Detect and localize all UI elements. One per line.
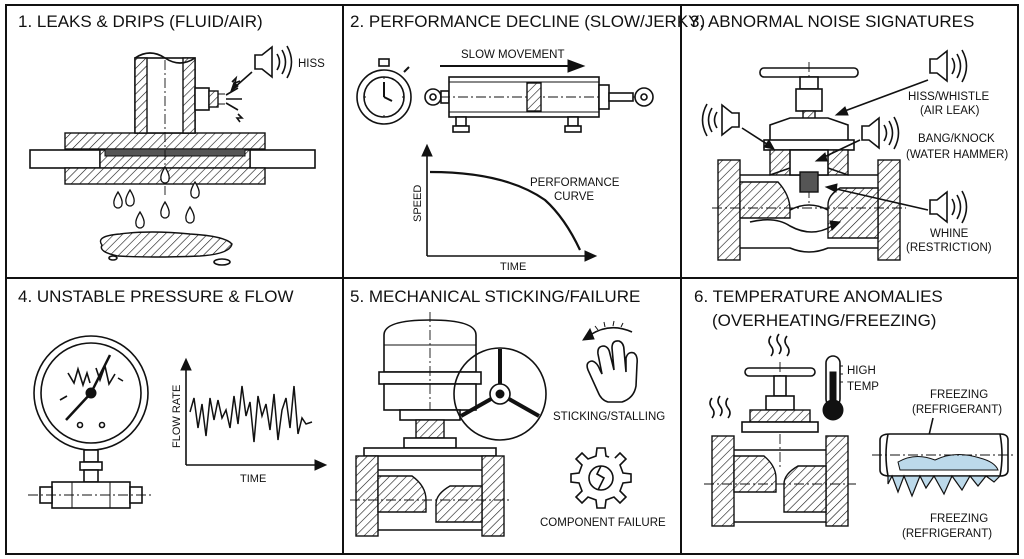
frozen-pipe — [872, 417, 1016, 498]
freezing-label-bottom-line2: (REFRIGERANT) — [902, 528, 992, 540]
time-axis-label: TIME — [500, 261, 526, 273]
panel-pressure-flow: 4. UNSTABLE PRESSURE & FLOW — [18, 287, 328, 509]
air-leak-label: (AIR LEAK) — [920, 105, 980, 117]
speaker-icon — [929, 49, 968, 83]
panel-title: 5. MECHANICAL STICKING/FAILURE — [350, 287, 640, 306]
flow-rate-trace — [189, 385, 313, 443]
actuated-valve — [350, 312, 512, 537]
speaker-icon — [230, 45, 293, 93]
component-failure-label: COMPONENT FAILURE — [540, 517, 666, 529]
thermometer-icon — [822, 355, 844, 421]
time-axis-label: TIME — [240, 473, 266, 485]
high-temp-label-line2: TEMP — [847, 381, 879, 393]
speaker-icon — [861, 116, 900, 150]
performance-curve — [429, 170, 581, 251]
panel-title: 2. PERFORMANCE DECLINE (SLOW/JERKY) — [350, 12, 705, 31]
hiss-label: HISS — [298, 58, 325, 70]
panel-mechanical: 5. MECHANICAL STICKING/FAILURE — [350, 287, 666, 537]
freezing-label-top-line2: (REFRIGERANT) — [912, 404, 1002, 416]
rotate-arrow — [582, 320, 633, 341]
panel-temperature: 6. TEMPERATURE ANOMALIES (OVERHEATING/FR… — [694, 287, 1016, 540]
curve-label-line1: PERFORMANCE — [530, 177, 620, 189]
speed-chart — [421, 143, 598, 262]
water-hammer-label: (WATER HAMMER) — [906, 149, 1008, 161]
flow-rate-axis-label: FLOW RATE — [171, 385, 183, 448]
pressure-gauge — [28, 335, 154, 509]
globe-valve — [712, 62, 906, 261]
panel-title-line2: (OVERHEATING/FREEZING) — [712, 311, 936, 330]
panel-title: 3. ABNORMAL NOISE SIGNATURES — [690, 12, 974, 31]
broken-gear-icon — [570, 447, 632, 509]
restriction-label: (RESTRICTION) — [906, 242, 992, 254]
globe-valve — [704, 362, 856, 527]
slow-movement-label: SLOW MOVEMENT — [461, 49, 565, 61]
hand-icon — [586, 340, 638, 403]
speed-axis-label: SPEED — [412, 185, 424, 222]
panel-performance: 2. PERFORMANCE DECLINE (SLOW/JERKY) SLOW… — [350, 12, 705, 273]
freezing-label-bottom-line1: FREEZING — [930, 513, 988, 525]
stopwatch-icon — [356, 58, 412, 125]
hydraulic-cylinder — [424, 76, 654, 133]
whine-label: WHINE — [930, 228, 969, 240]
panel-leaks-drips: 1. LEAKS & DRIPS (FLUID/AIR) — [18, 12, 325, 266]
hiss-whistle-label: HISS/WHISTLE — [908, 91, 989, 103]
slow-movement-arrow — [440, 59, 586, 73]
panel-noise: 3. ABNORMAL NOISE SIGNATURES — [690, 12, 1008, 261]
sticking-label: STICKING/STALLING — [553, 411, 665, 423]
panel-title: 4. UNSTABLE PRESSURE & FLOW — [18, 287, 294, 306]
heat-waves — [709, 333, 790, 419]
curve-label-line2: CURVE — [554, 191, 594, 203]
speaker-icon — [701, 103, 740, 137]
panel-title: 1. LEAKS & DRIPS (FLUID/AIR) — [18, 12, 263, 31]
callout-arrows — [741, 79, 929, 211]
handwheel-icon — [453, 347, 547, 441]
bang-knock-label: BANG/KNOCK — [918, 133, 995, 145]
panel-frame — [5, 4, 1019, 555]
panel-title-line1: 6. TEMPERATURE ANOMALIES — [694, 287, 943, 306]
flow-rate-chart — [180, 357, 328, 471]
fluid-puddle — [99, 231, 233, 266]
freezing-label-top-line1: FREEZING — [930, 389, 988, 401]
speaker-icon — [929, 190, 968, 224]
high-temp-label-line1: HIGH — [847, 365, 876, 377]
